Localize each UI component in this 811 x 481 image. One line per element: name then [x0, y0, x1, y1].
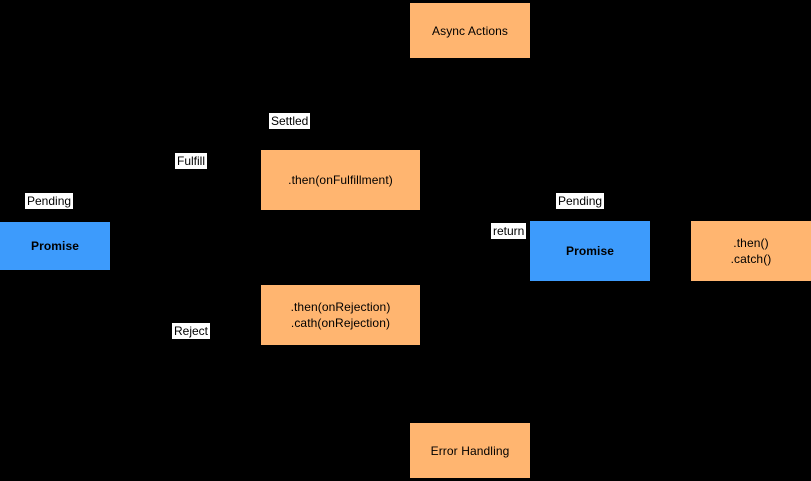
- node-promise-initial[interactable]: Promise: [0, 222, 110, 270]
- node-error-handling[interactable]: Error Handling: [410, 423, 530, 478]
- node-then-catch-label: .then() .catch(): [730, 236, 772, 266]
- edge-label-fulfill: Fulfill: [175, 153, 208, 169]
- node-then-catch[interactable]: .then() .catch(): [691, 221, 811, 281]
- edge-label-reject: Reject: [172, 323, 211, 339]
- node-then-onfulfillment[interactable]: .then(onFulfillment): [261, 150, 420, 210]
- node-then-onfulfillment-label: .then(onFulfillment): [288, 173, 393, 187]
- node-then-onrejection[interactable]: .then(onRejection) .cath(onRejection): [261, 285, 420, 345]
- node-async-actions-label: Async Actions: [431, 23, 508, 38]
- edge-label-settled: Settled: [269, 113, 311, 129]
- node-error-handling-label: Error Handling: [430, 443, 510, 458]
- node-then-onrejection-label: .then(onRejection) .cath(onRejection): [290, 300, 391, 330]
- node-promise-chained-label: Promise: [565, 244, 615, 258]
- node-promise-initial-label: Promise: [30, 239, 80, 253]
- edge-label-pending-initial: Pending: [25, 193, 74, 209]
- node-async-actions[interactable]: Async Actions: [410, 3, 530, 58]
- edge-label-return: return: [491, 223, 527, 239]
- node-promise-chained[interactable]: Promise: [530, 221, 650, 281]
- edge-label-pending-chained: Pending: [556, 193, 605, 209]
